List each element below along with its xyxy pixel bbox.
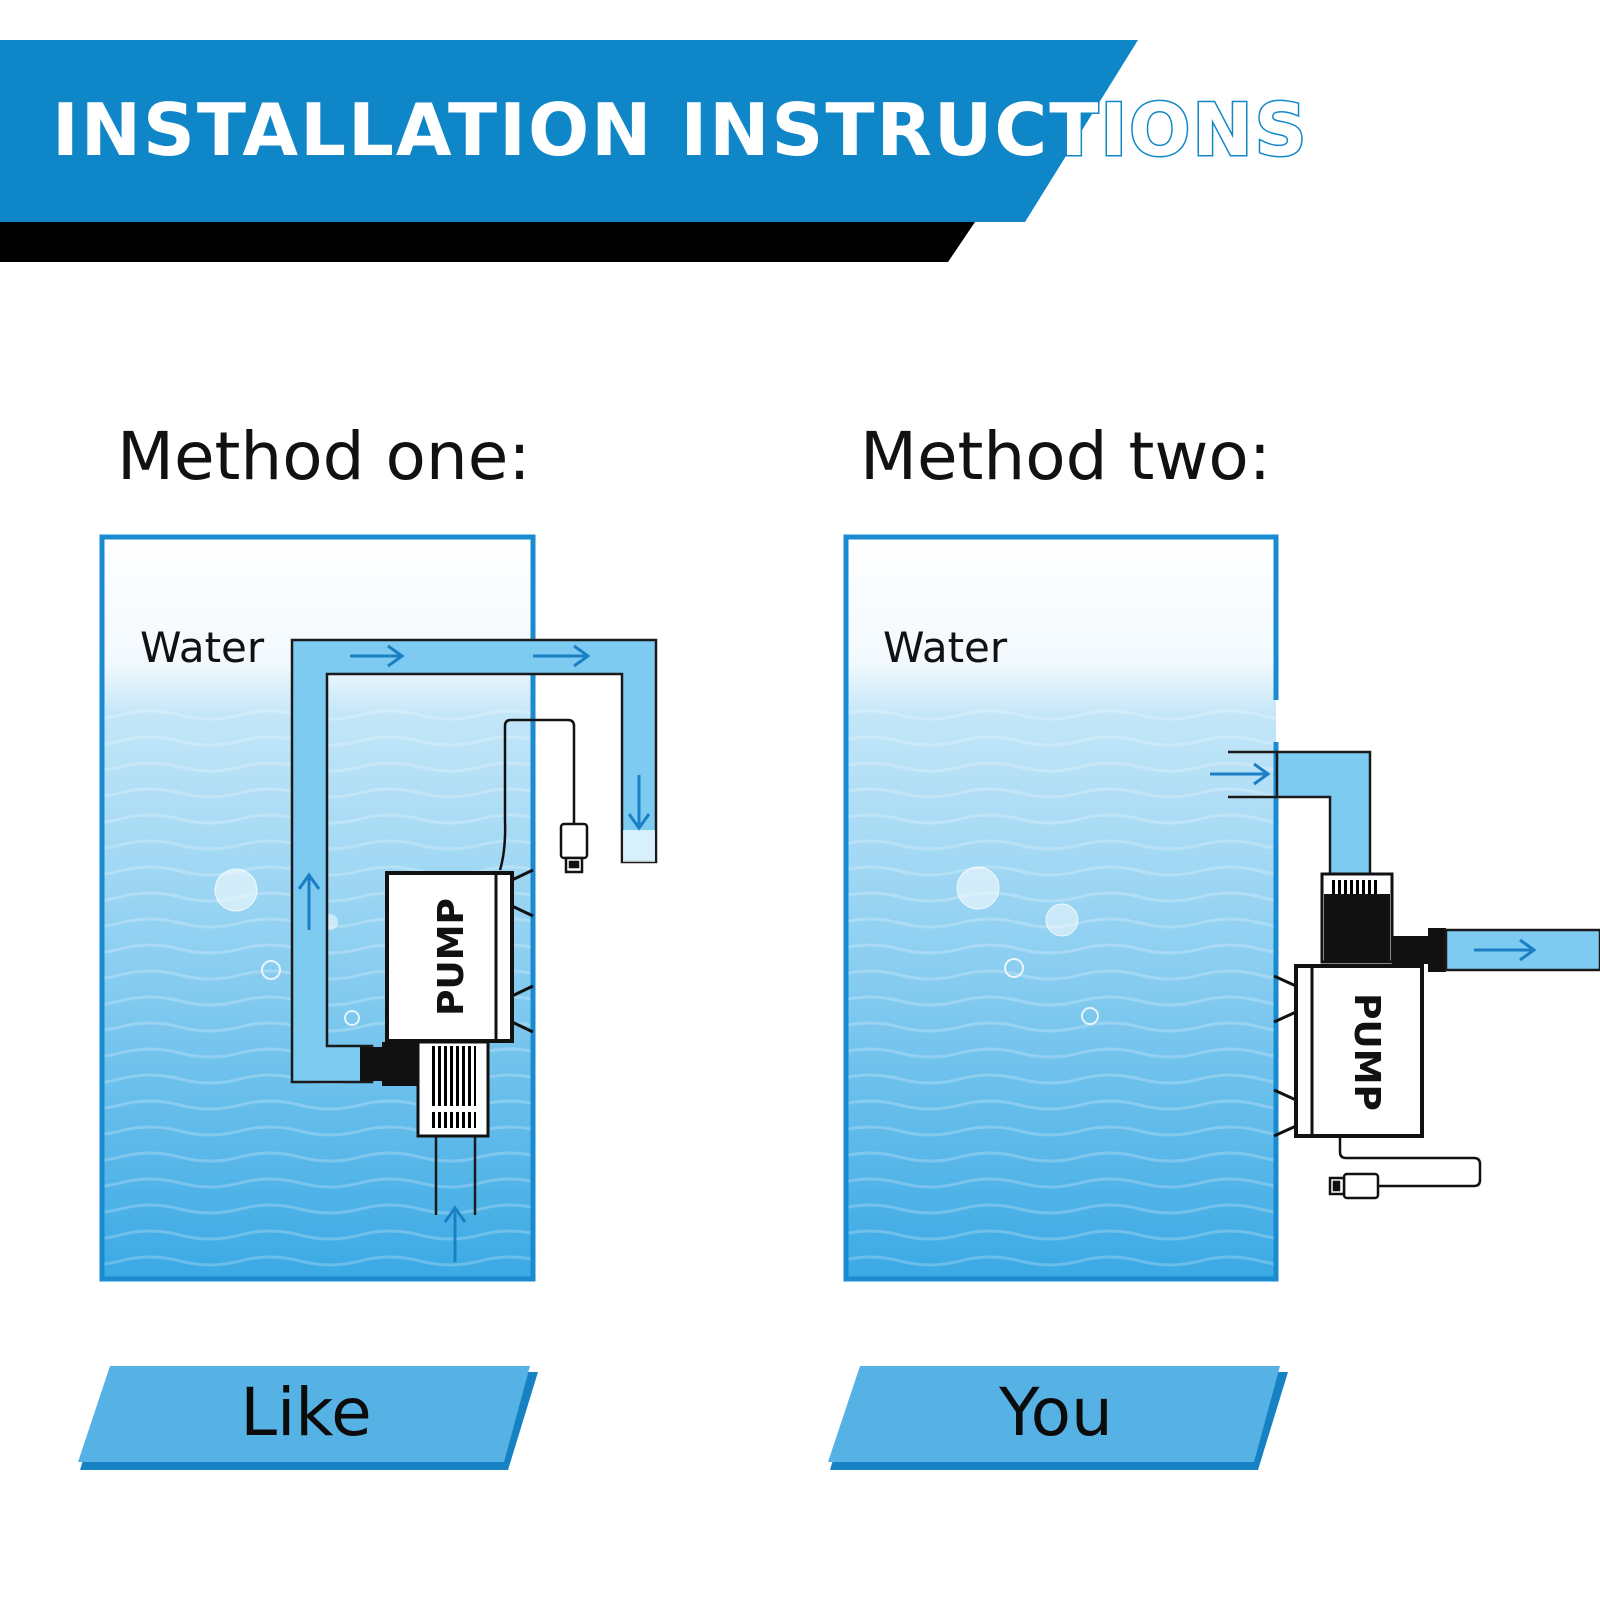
page-title: INSTALLATION INSTRUCTIONS (50, 87, 1309, 174)
pump-side-panel (1294, 964, 1314, 1138)
inlet-pipe-edge (1228, 750, 1277, 799)
intake-strainer-slots (430, 1046, 476, 1106)
bubble (1081, 1007, 1099, 1025)
arrow-down (627, 775, 651, 831)
bubble (344, 1010, 360, 1026)
tank-outline (99, 534, 536, 1282)
pump-side-panel (494, 871, 514, 1043)
intake-strainer-slots (1332, 880, 1380, 894)
bubble (956, 866, 1000, 910)
usb-plug-icon (1328, 1172, 1380, 1200)
arrow-right (1474, 938, 1537, 962)
power-cable (1338, 1138, 1482, 1188)
outlet-connector (1392, 936, 1428, 964)
pill-you (828, 1366, 1288, 1470)
arrow-up (443, 1205, 467, 1262)
intake-strainer-body (1324, 894, 1390, 962)
water-label: Water (140, 623, 265, 672)
arrow-right (533, 644, 591, 668)
tank-outline (843, 534, 1279, 1282)
pump-label: PUMP (1346, 993, 1387, 1111)
arrow-up (297, 872, 321, 930)
method-two-title: Method two: (860, 418, 1271, 495)
power-cable (498, 718, 576, 871)
usb-plug-icon (559, 822, 589, 874)
bubble (261, 960, 281, 980)
bubble (214, 868, 258, 912)
arrow-right (1210, 762, 1271, 786)
method-two-diagram: PUMP Water (843, 534, 1600, 1282)
pill-like (78, 1366, 538, 1470)
arrow-right (350, 644, 405, 668)
header-banner (0, 40, 1138, 262)
pill-fill (78, 1366, 530, 1462)
bubble (1004, 958, 1024, 978)
flow-arrows (297, 644, 651, 1262)
inlet-pipe (1275, 750, 1372, 880)
pump-label: PUMP (431, 898, 472, 1016)
banner-shadow (0, 222, 975, 262)
outlet-connector (382, 1042, 418, 1086)
like-label: Like (240, 1374, 372, 1451)
intake-strainer-base (430, 1112, 476, 1128)
pump-body (385, 871, 514, 1043)
pipe-outlet-end (623, 830, 655, 862)
pump-body (1294, 964, 1424, 1138)
you-label: You (999, 1374, 1113, 1451)
outlet-connector (1428, 928, 1446, 972)
bubble (1045, 903, 1079, 937)
method-one-title: Method one: (117, 418, 531, 495)
method-one-diagram: PUMP Water (99, 534, 658, 1282)
banner-band (0, 40, 1138, 222)
water-label: Water (883, 623, 1008, 672)
pill-fill (828, 1366, 1280, 1462)
inlet-tube (434, 1136, 477, 1215)
tank-waves (846, 700, 1276, 1279)
